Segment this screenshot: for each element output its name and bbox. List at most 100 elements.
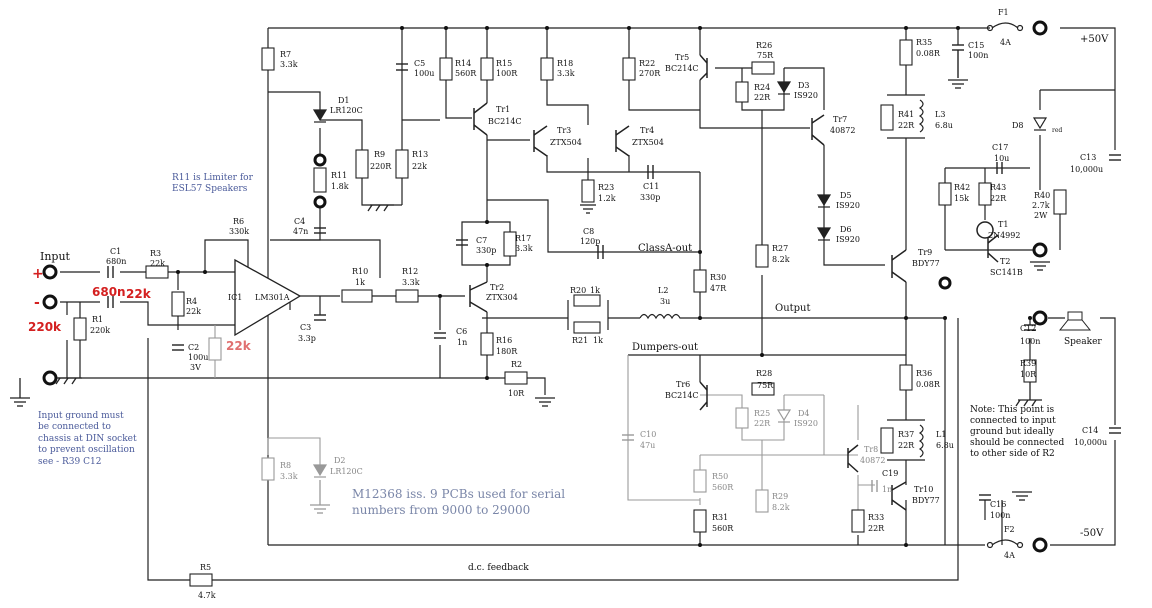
svg-text:C8: C8 — [583, 227, 594, 236]
capacitor-C3 — [314, 314, 326, 321]
svg-text:R20: R20 — [570, 286, 586, 295]
svg-text:C16: C16 — [990, 500, 1006, 509]
svg-text:T2: T2 — [1000, 257, 1010, 266]
svg-text:F1: F1 — [998, 8, 1009, 17]
resistor-R37 — [880, 427, 894, 454]
svg-text:100R: 100R — [496, 69, 518, 78]
chassis-ground-icon — [1015, 382, 1042, 407]
svg-text:3.3k: 3.3k — [557, 69, 575, 78]
svg-text:Tr2: Tr2 — [490, 283, 504, 292]
svg-text:D8: D8 — [1012, 121, 1024, 130]
resistor-R27 — [755, 244, 769, 268]
chassis-ground-icon — [55, 377, 82, 385]
svg-text:75R: 75R — [757, 381, 774, 390]
resistor-R8 — [261, 457, 275, 481]
svg-text:1k: 1k — [590, 286, 600, 295]
svg-text:R5: R5 — [200, 563, 211, 572]
svg-text:330k: 330k — [229, 227, 249, 236]
svg-text:C2: C2 — [188, 343, 199, 352]
svg-text:R6: R6 — [233, 217, 244, 226]
ground-icon — [1030, 261, 1050, 271]
capacitor-C5 — [396, 63, 408, 71]
resistor-R21 — [573, 321, 601, 334]
resistor-R25 — [735, 407, 749, 429]
svg-text:1k: 1k — [355, 278, 365, 287]
capacitor-C14 — [1109, 427, 1121, 434]
ground-icon — [10, 378, 30, 407]
capacitor-C11 — [647, 165, 654, 179]
inductor-L2 — [639, 313, 690, 320]
supply-pos-terminal — [1032, 20, 1048, 36]
resistor-R9 — [355, 149, 369, 179]
resistor-R3 — [145, 265, 169, 279]
signal-labels: Input + - +50V -50V Output Speaker Class… — [32, 34, 1109, 573]
svg-text:100u: 100u — [414, 69, 434, 78]
svg-text:8.2k: 8.2k — [772, 503, 790, 512]
capacitor-C1 — [107, 266, 114, 278]
svg-text:1n: 1n — [457, 338, 467, 347]
svg-text:680n: 680n — [106, 257, 126, 266]
svg-text:D2: D2 — [334, 456, 346, 465]
dc-feedback-terminal — [938, 276, 952, 290]
svg-text:R10: R10 — [352, 267, 368, 276]
svg-text:C12: C12 — [1020, 324, 1036, 333]
svg-text:L2: L2 — [658, 286, 668, 295]
capacitor-C10 — [622, 434, 634, 441]
capacitor-C15 — [952, 44, 964, 78]
resistor-R17 — [503, 231, 517, 257]
svg-text:R24: R24 — [754, 83, 770, 92]
capacitor-C17 — [996, 162, 1003, 174]
svg-text:D5: D5 — [840, 191, 852, 200]
svg-text:R33: R33 — [868, 513, 884, 522]
svg-text:IS920: IS920 — [836, 235, 860, 244]
svg-text:2W: 2W — [1034, 211, 1048, 220]
svg-text:R16: R16 — [496, 336, 512, 345]
junction-dots — [176, 26, 1032, 547]
resistor-R10 — [341, 289, 373, 303]
svg-text:R22: R22 — [639, 59, 655, 68]
resistor-R20 — [573, 294, 601, 307]
svg-text:D6: D6 — [840, 225, 852, 234]
svg-text:8.2k: 8.2k — [772, 255, 790, 264]
svg-text:LR120C: LR120C — [330, 106, 363, 115]
svg-text:40872: 40872 — [830, 126, 855, 135]
svg-text:3.3p: 3.3p — [298, 334, 316, 343]
svg-text:R26: R26 — [756, 41, 772, 50]
output-label: Output — [775, 303, 811, 314]
resistor-R50 — [693, 469, 707, 493]
dumpers-out-label: Dumpers-out — [632, 342, 698, 353]
r11-terminal-b — [313, 195, 327, 209]
capacitor-C19 — [871, 480, 878, 492]
dc-feedback-label: d.c. feedback — [468, 563, 529, 573]
svg-text:ZTX304: ZTX304 — [486, 293, 518, 302]
svg-text:R50: R50 — [712, 472, 728, 481]
capacitor-C7 — [456, 239, 468, 246]
svg-text:D4: D4 — [798, 409, 810, 418]
speaker-icon — [1058, 311, 1092, 331]
svg-text:270R: 270R — [639, 69, 661, 78]
svg-text:IS920: IS920 — [794, 91, 818, 100]
svg-text:2.7k: 2.7k — [1032, 201, 1050, 210]
limiter-note-line1: R11 is Limiter for — [172, 173, 254, 183]
svg-text:R29: R29 — [772, 492, 788, 501]
svg-text:R43: R43 — [990, 183, 1006, 192]
svg-text:Tr8: Tr8 — [864, 445, 878, 454]
svg-text:4A: 4A — [1004, 551, 1015, 560]
resistor-R42 — [938, 182, 952, 206]
transistor-Tr6 — [699, 381, 708, 411]
resistor-R35 — [899, 39, 913, 66]
resistor-R15 — [480, 57, 494, 81]
ground-note-line1: Input ground must — [38, 411, 124, 421]
svg-text:1.8k: 1.8k — [331, 182, 349, 191]
faded-wire-network — [214, 325, 875, 510]
svg-text:R35: R35 — [916, 38, 932, 47]
resistor-R30 — [693, 269, 707, 293]
svg-text:22k: 22k — [150, 259, 165, 268]
annotations: R11 is Limiter for ESL57 Speakers Input … — [28, 173, 1064, 517]
thyristor-T2 — [987, 234, 999, 263]
svg-text:220k: 220k — [90, 326, 110, 335]
resistor-R24 — [735, 81, 749, 103]
ground-icon — [535, 397, 555, 407]
svg-text:3V: 3V — [190, 363, 201, 372]
svg-text:1k: 1k — [593, 336, 603, 345]
